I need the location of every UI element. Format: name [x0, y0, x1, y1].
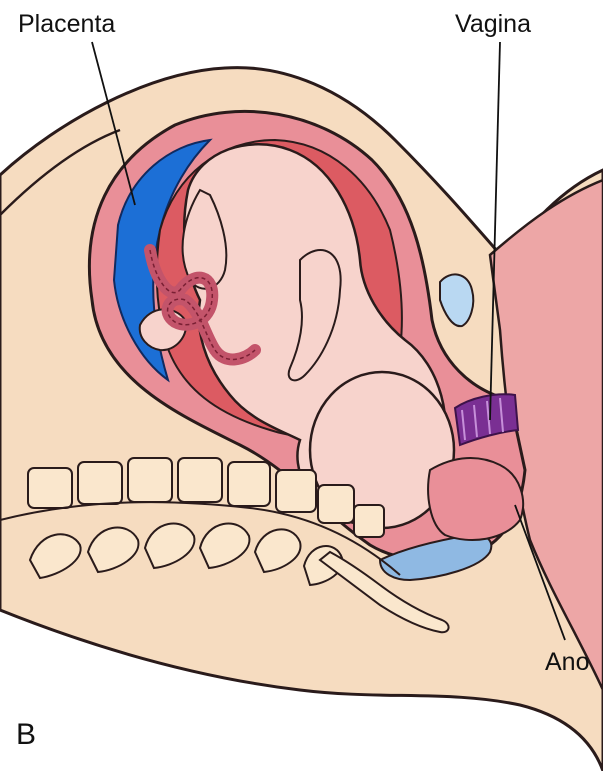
- vertebra: [28, 468, 72, 508]
- vertebra: [354, 505, 384, 537]
- vertebra: [78, 462, 122, 504]
- vertebra: [276, 470, 316, 512]
- anus-label: Ano: [545, 648, 589, 677]
- vagina-label: Vagina: [455, 10, 531, 39]
- vertebra: [178, 458, 222, 502]
- placenta-label: Placenta: [18, 10, 115, 39]
- perineum-tissue: [428, 458, 523, 540]
- vertebra: [228, 462, 270, 506]
- vertebra: [318, 485, 354, 523]
- panel-letter: B: [16, 718, 36, 752]
- vertebra: [128, 458, 172, 502]
